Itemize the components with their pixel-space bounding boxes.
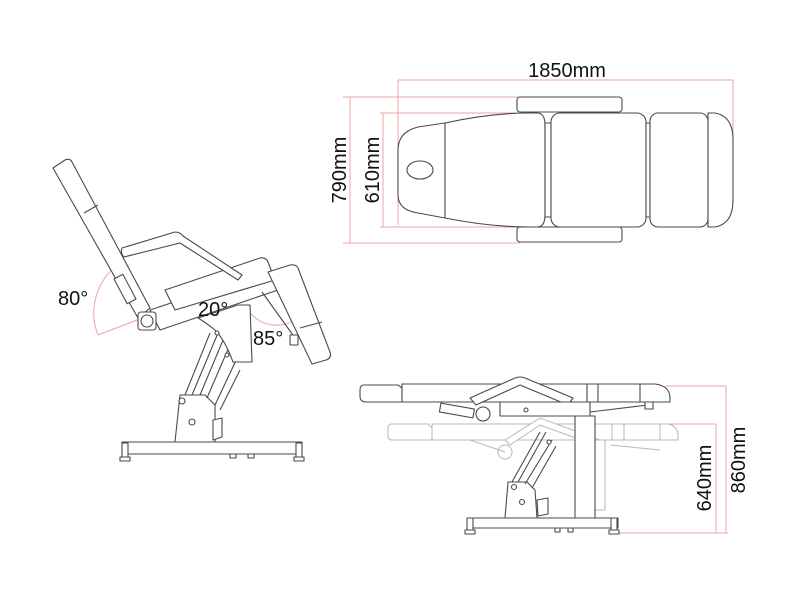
foot-pad-left <box>464 529 476 535</box>
bolt <box>518 498 526 506</box>
seat-section <box>550 112 647 228</box>
base-frame <box>121 441 303 455</box>
leg-section <box>586 383 671 403</box>
width-790-dimension-label: 790mm <box>329 137 351 204</box>
motor-cap <box>536 497 549 517</box>
base-frame <box>467 517 619 529</box>
back-section <box>444 112 546 228</box>
lift-column-back <box>574 415 596 519</box>
foot-left <box>121 442 129 458</box>
min-height-label: 640mm <box>694 445 716 512</box>
width-610-dimension-label: 610mm <box>362 137 384 204</box>
bolt <box>178 397 186 405</box>
length-dimension-label: 1850mm <box>528 60 606 82</box>
top-view: 1850mm 790mm 610mm <box>329 60 734 244</box>
backrest-actuator <box>113 273 137 305</box>
wheel-2 <box>567 527 574 533</box>
bolt <box>188 418 196 426</box>
connector-1 <box>544 122 552 218</box>
max-height-label: 860mm <box>728 427 750 494</box>
legrest <box>267 264 332 365</box>
backrest <box>52 158 151 319</box>
seat-angle-label: 20° <box>198 299 228 321</box>
bolt <box>510 483 518 491</box>
legrest-actuator <box>261 291 296 339</box>
head-section <box>359 384 403 403</box>
leg-knob <box>644 401 654 410</box>
foot-right <box>295 442 303 458</box>
leg-section <box>649 112 709 228</box>
bolt <box>224 352 230 358</box>
wheel-1 <box>554 527 561 533</box>
foot-pad-left <box>119 456 131 462</box>
foot-pad-right <box>608 529 620 535</box>
backrest-angle-label: 80° <box>58 288 88 310</box>
armrest-top <box>516 96 623 113</box>
wheel-2 <box>247 453 255 459</box>
armrest <box>120 231 243 281</box>
hinge-wheel <box>475 406 491 422</box>
legrest-knob <box>289 334 299 346</box>
leg-actuator <box>589 404 649 413</box>
foot-section <box>707 112 734 228</box>
bolt <box>546 439 552 445</box>
connector-2 <box>645 122 651 218</box>
face-hole <box>406 160 434 180</box>
bolt <box>214 330 220 336</box>
bolt <box>523 407 529 413</box>
wheel-1 <box>229 453 237 459</box>
armrest-bottom <box>516 226 623 243</box>
motor-cap <box>212 417 223 441</box>
side-reclined-view: 80° 20° 85° <box>52 158 332 462</box>
back-actuator <box>438 402 475 419</box>
legrest-angle-label: 85° <box>253 328 283 350</box>
top-view-dimension-lines <box>343 79 734 244</box>
foot-pad-right <box>293 456 305 462</box>
hinge-pin <box>140 314 154 328</box>
seat-frame <box>499 401 591 417</box>
side-flat-view: 640mm 860mm <box>359 376 750 535</box>
